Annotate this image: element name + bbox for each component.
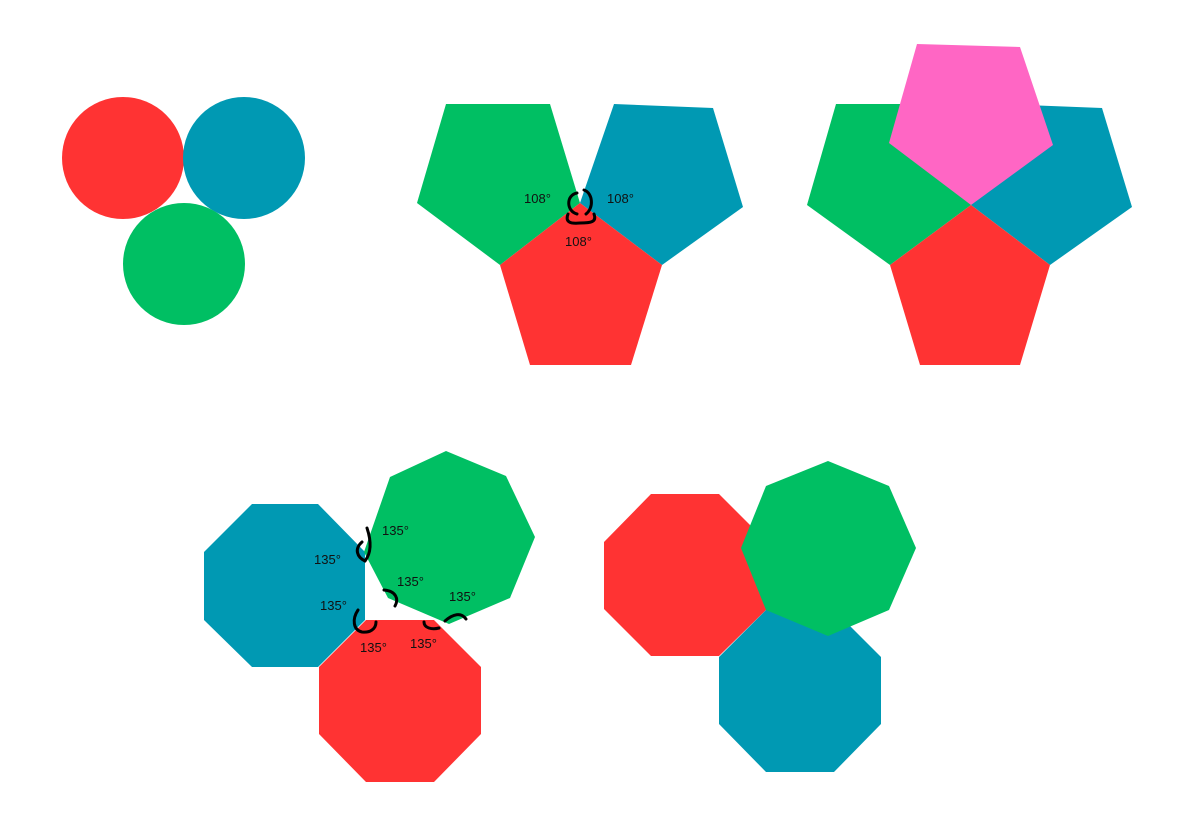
green-circle [123, 203, 245, 325]
red-circle [62, 97, 184, 219]
red-octagon [604, 494, 767, 656]
angle-label-108-bottom: 108° [565, 234, 592, 249]
angle-arc-bottom [565, 212, 597, 225]
pentagons-labeled-figure: 108° 108° 108° [417, 104, 743, 365]
angle-arc-1 [363, 526, 372, 563]
angle-label-108-left: 108° [524, 191, 551, 206]
angle-label-135-top-right: 135° [382, 523, 409, 538]
angle-label-135-far-right: 135° [449, 589, 476, 604]
blue-octagon [719, 610, 881, 772]
angle-arc-6 [443, 613, 468, 623]
octagons-labeled-figure: 135° 135° 135° 135° 135° 135° 135° [204, 451, 535, 782]
angle-label-135-bottom-left: 135° [360, 640, 387, 655]
green-octagon [741, 461, 916, 636]
angle-arc-3 [382, 588, 399, 608]
angle-label-108-right: 108° [607, 191, 634, 206]
red-pentagon [500, 203, 662, 365]
green-pentagon [417, 104, 580, 265]
red-pentagon [890, 205, 1050, 365]
red-octagon [319, 620, 481, 782]
angle-label-135-top-left: 135° [314, 552, 341, 567]
circles-figure [62, 97, 305, 325]
blue-pentagon [580, 104, 743, 265]
angle-arc-4 [352, 608, 378, 634]
angle-label-135-bottom-right: 135° [410, 636, 437, 651]
pentagons-with-fourth-figure [807, 44, 1132, 365]
green-octagon [364, 451, 535, 624]
angle-arc-left [567, 191, 579, 216]
blue-octagon [204, 504, 365, 667]
angle-label-135-middle-left: 135° [320, 598, 347, 613]
angle-arc-5 [422, 620, 441, 631]
angle-arc-2 [355, 540, 367, 563]
blue-circle [183, 97, 305, 219]
pink-pentagon [889, 44, 1053, 205]
angle-arc-right [582, 188, 593, 216]
octagons-overlapping-figure [604, 461, 916, 772]
angle-label-135-middle-right: 135° [397, 574, 424, 589]
